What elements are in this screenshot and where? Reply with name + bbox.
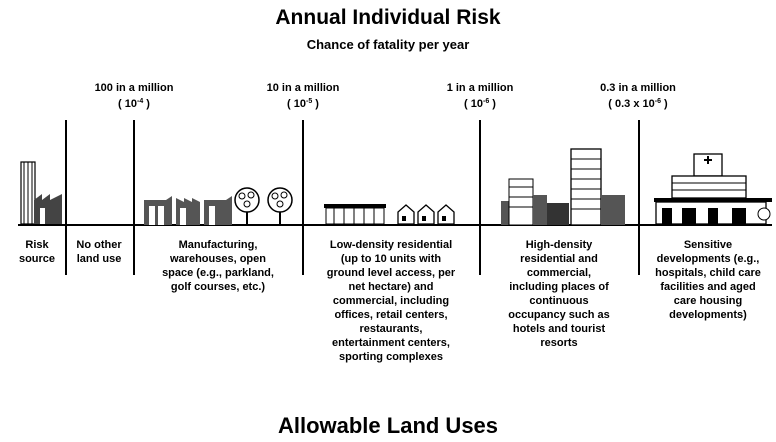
house-icon	[324, 204, 455, 225]
hospital-icon	[654, 153, 772, 225]
risk-level-notation: ( 10-5 )	[287, 98, 319, 110]
risk-level-notation: ( 0.3 x 10-6 )	[608, 98, 668, 110]
risk-level-label: 0.3 in a million	[600, 82, 676, 94]
bottom-title: Allowable Land Uses	[277, 413, 499, 438]
divider-risk-4	[638, 120, 640, 275]
divider-source	[65, 120, 67, 275]
tree-icon	[234, 187, 293, 225]
factory-icon	[20, 161, 62, 225]
category-low-density-residential: Low-density residential(up to 10 units w…	[326, 239, 456, 363]
risk-level-notation: ( 10-4 )	[118, 98, 150, 110]
risk-level-3: 1 in a million ( 10-6 )	[405, 81, 555, 111]
risk-level-4: 0.3 in a million ( 0.3 x 10-6 )	[563, 81, 713, 111]
chart-title: Annual Individual Risk	[275, 6, 501, 29]
warehouse-icon	[144, 196, 232, 225]
skyline-icon	[501, 148, 625, 226]
risk-level-1: 100 in a million ( 10-4 )	[59, 81, 209, 111]
risk-level-label: 10 in a million	[266, 82, 340, 94]
category-manufacturing: Manufacturing,warehouses, open space (e.…	[162, 239, 274, 293]
divider-risk-1	[133, 120, 135, 275]
ground-line	[18, 224, 772, 226]
risk-level-notation: ( 10-6 )	[464, 98, 496, 110]
divider-risk-3	[479, 120, 481, 275]
chart-subtitle: Chance of fatality per year	[306, 37, 470, 52]
risk-level-label: 1 in a million	[446, 82, 514, 94]
risk-level-2: 10 in a million ( 10-5 )	[228, 81, 378, 111]
divider-risk-2	[302, 120, 304, 275]
risk-level-label: 100 in a million	[94, 82, 174, 94]
